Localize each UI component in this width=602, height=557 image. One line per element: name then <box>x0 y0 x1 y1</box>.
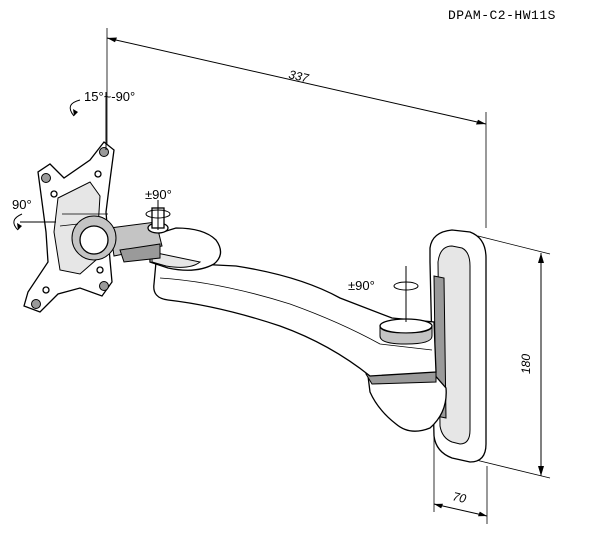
arm-swivel-cylinder <box>379 325 433 345</box>
vesa-ribs <box>59 213 108 227</box>
height-label: 180 <box>519 354 533 374</box>
vesa-hole-bottom-left <box>31 299 41 309</box>
joint-lower <box>119 243 161 263</box>
swivel-arm-indicator: ±90° <box>348 266 419 322</box>
dimension-line-depth <box>433 503 488 517</box>
vesa-hole-bottom-right <box>99 281 109 291</box>
swivel-arm-label: ±90° <box>348 278 375 293</box>
depth-label: 70 <box>451 489 467 506</box>
arrow-back-icon <box>478 511 487 517</box>
vesa-hole-inner-bl <box>42 286 50 294</box>
arm-contour <box>159 277 433 351</box>
dimension-depth: 70 <box>433 436 488 524</box>
vesa-hole-inner-tl <box>50 190 58 198</box>
link-underside <box>151 251 202 268</box>
arrow-right-icon <box>476 119 486 125</box>
swivel-arm-arrow-icon <box>393 281 419 291</box>
arrow-down-icon <box>538 466 544 476</box>
arm-body <box>153 261 437 377</box>
main-arm <box>153 261 437 377</box>
arrow-left-icon <box>107 37 117 43</box>
vesa-plate <box>23 141 117 313</box>
dimension-line-length <box>106 37 487 125</box>
wall-plate <box>429 229 487 463</box>
extension-line-bottom <box>475 459 551 479</box>
vesa-hole-top-right <box>99 147 109 157</box>
model-code: DPAM-C2-HW11S <box>448 8 556 23</box>
tilt-arrow-icon <box>69 99 81 117</box>
swivel-joint-indicator: ±90° <box>145 187 172 230</box>
arm-base-block <box>367 371 447 432</box>
arrow-up-icon <box>538 253 544 263</box>
dimension-height: 180 <box>475 235 551 479</box>
extension-line-top <box>477 235 551 255</box>
vesa-hole-inner-br <box>96 266 104 274</box>
head-joint <box>109 207 169 263</box>
vesa-hole-inner-tr <box>94 170 102 178</box>
swivel-joint-arrow-icon <box>145 209 171 219</box>
arrow-front-icon <box>434 503 443 509</box>
rotate-indicator: 90° <box>12 197 56 231</box>
rotate-arrow-icon <box>13 213 23 231</box>
tilt-hub-knob <box>79 225 109 255</box>
upper-link <box>149 227 222 271</box>
tilt-indicator: 15°~-90° <box>69 89 135 150</box>
tilt-label: 15°~-90° <box>84 89 135 104</box>
length-label: 337 <box>287 67 311 85</box>
swivel-joint-label: ±90° <box>145 187 172 202</box>
vesa-hole-top-left <box>41 173 51 183</box>
dimension-length: 337 <box>106 28 487 228</box>
rotate-label: 90° <box>12 197 32 212</box>
